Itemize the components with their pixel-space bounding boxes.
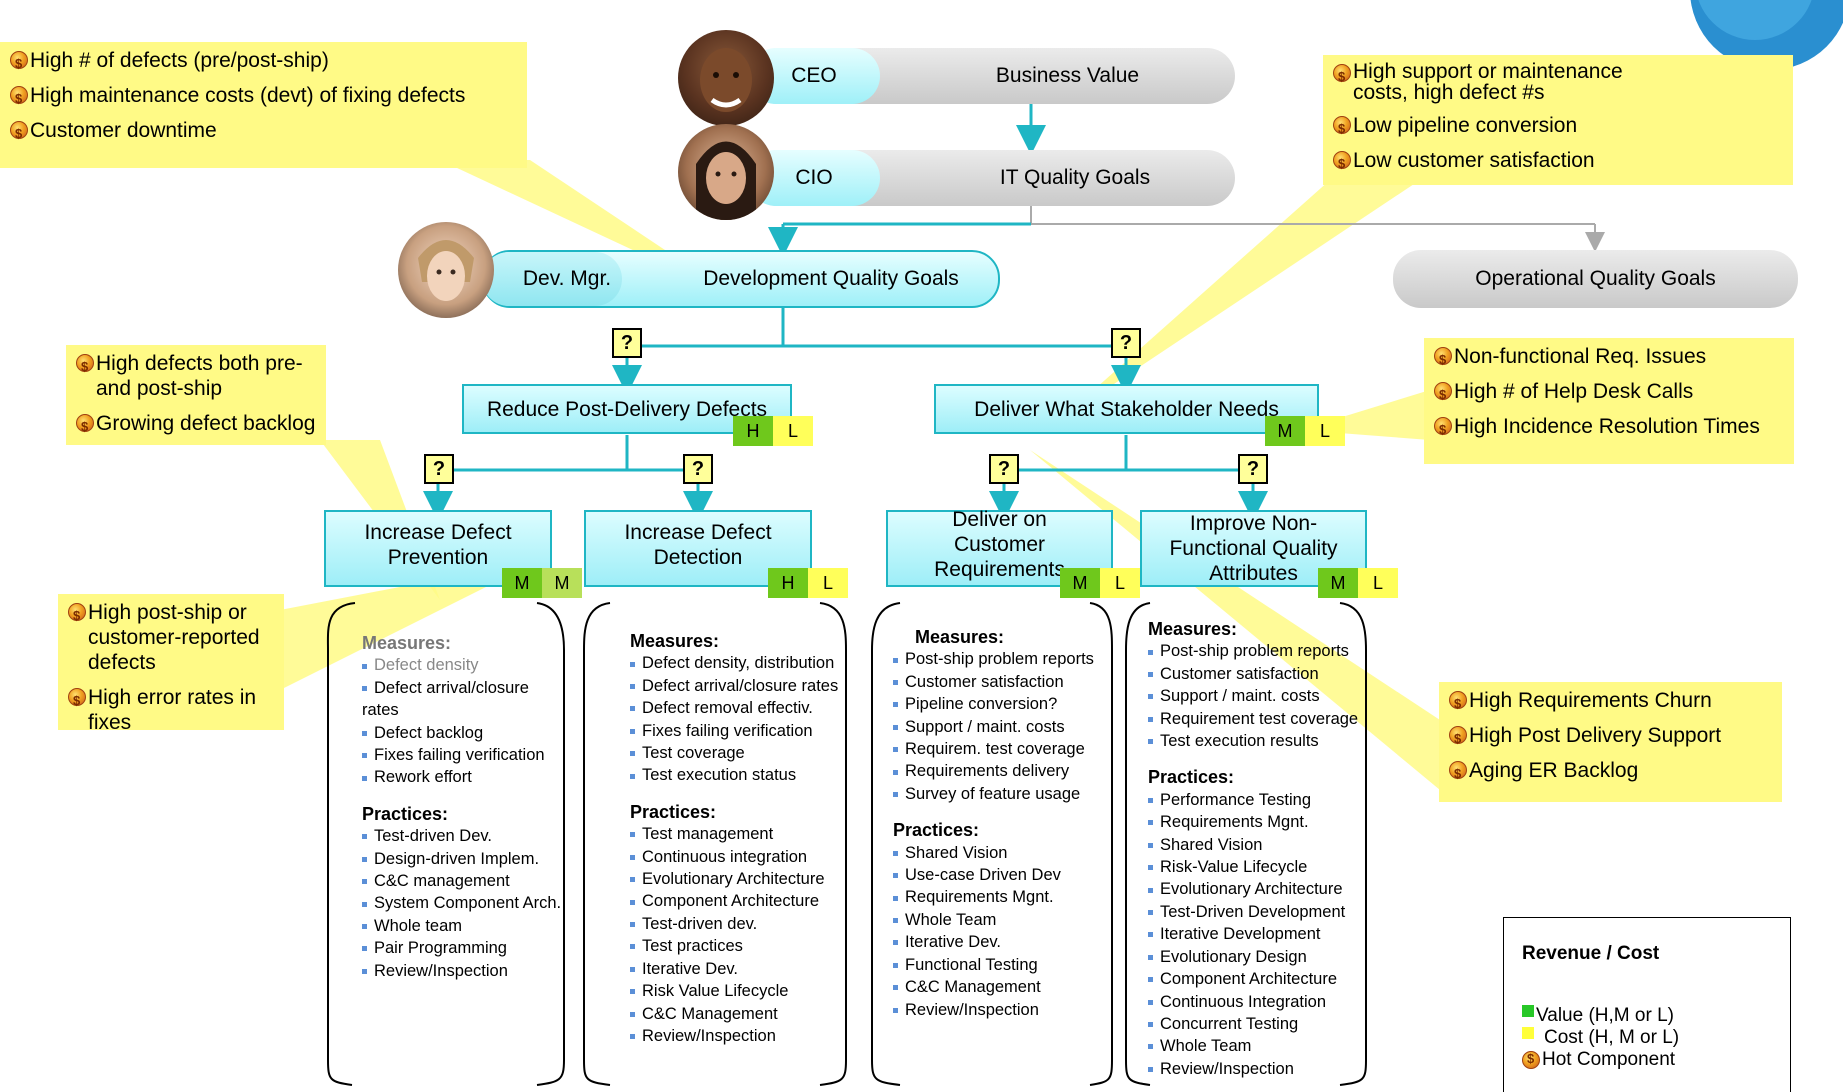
callout-wedge-low-left [280, 560, 540, 690]
hot-component-icon [76, 414, 94, 439]
subgoal-customer-requirements: Deliver on Customer Requirements [886, 508, 1113, 587]
question-mark-deliver: ? [1111, 328, 1141, 358]
hot-component-icon [1333, 116, 1351, 141]
operational-quality-goals-node: Operational Quality Goals [1393, 250, 1798, 308]
column-customer-req-list: Measures: Post-ship problem reports Cust… [893, 626, 1103, 1021]
hot-component-icon [10, 86, 28, 111]
hot-component-icon [1449, 726, 1467, 751]
legend-value: Value (H,M or L) [1522, 1005, 1772, 1027]
cio-role-node: CIO [748, 150, 880, 206]
question-mark-prevention: ? [424, 454, 454, 484]
cost-swatch [1522, 1027, 1534, 1039]
note-top-left: High # of defects (pre/post-ship) High m… [0, 42, 527, 168]
column-detection-list: Measures: Defect density, distribution D… [630, 630, 840, 1047]
note-top-right: High support or maintenance costs, high … [1323, 55, 1793, 185]
note-low-left: High post-ship or customer-reported defe… [58, 594, 284, 734]
deliver-stakeholder-goal: Deliver What Stakeholder Needs [934, 384, 1319, 434]
column-non-functional-list: Measures: Post-ship problem reports Cust… [1148, 618, 1363, 1080]
legend-title: Revenue / Cost [1522, 943, 1660, 964]
hot-component-icon [1434, 382, 1452, 407]
column-prevention-list: Measures: Defect density Defect arrival/… [362, 632, 562, 982]
hot-component-icon [10, 51, 28, 76]
question-mark-detection: ? [683, 454, 713, 484]
question-mark-reduce: ? [612, 328, 642, 358]
hot-component-icon [1333, 64, 1351, 89]
hot-component-icon [1522, 1051, 1540, 1069]
hot-component-icon [76, 354, 94, 379]
question-mark-non-functional: ? [1238, 454, 1268, 484]
value-swatch [1522, 1005, 1534, 1017]
question-mark-customer-req: ? [989, 454, 1019, 484]
hot-component-icon [1333, 151, 1351, 176]
note-mid-right: Non-functional Req. Issues High # of Hel… [1424, 338, 1794, 464]
note-low-right: High Requirements Churn High Post Delive… [1439, 682, 1782, 802]
ceo-avatar [678, 30, 774, 126]
hot-component-icon [10, 121, 28, 146]
cio-avatar [678, 124, 774, 220]
hot-component-icon [1434, 347, 1452, 372]
hot-component-icon [68, 603, 86, 628]
hot-component-icon [1449, 761, 1467, 786]
legend-hot: Hot Component [1522, 1049, 1772, 1071]
hot-component-icon [1434, 417, 1452, 442]
legend: Revenue / Cost Value (H,M or L) Cost (H,… [1503, 917, 1791, 1092]
callout-wedge-top-right [1060, 180, 1420, 420]
dev-mgr-avatar [398, 222, 494, 318]
note-mid-left: High defects both pre- and post-ship Gro… [66, 345, 326, 445]
subgoal-non-functional-quality: Improve Non-Functional Quality Attribute… [1140, 510, 1367, 587]
hot-component-icon [1449, 691, 1467, 716]
dev-mgr-role-node: Dev. Mgr. [482, 252, 622, 306]
hot-component-icon [68, 688, 86, 713]
legend-cost: Cost (H, M or L) [1522, 1027, 1772, 1049]
